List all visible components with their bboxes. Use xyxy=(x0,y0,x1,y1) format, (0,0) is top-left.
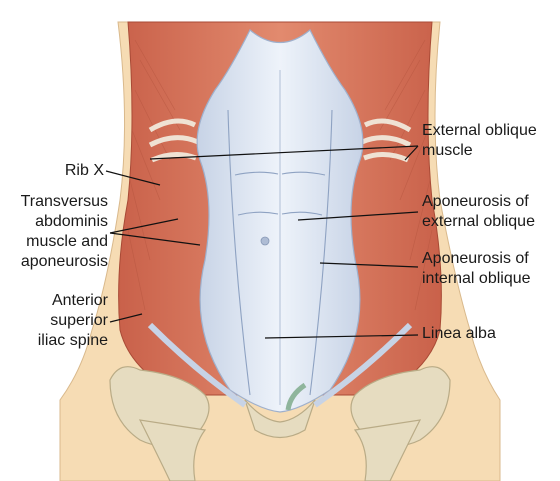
leader-transversus-a xyxy=(109,218,179,234)
label-aponeurosis-internal-line-1: Aponeurosis of xyxy=(422,250,529,267)
label-transversus-line-1: Transversus xyxy=(20,193,108,210)
pelvis-bones xyxy=(109,366,451,481)
label-transversus: Transversus abdominis muscle and aponeur… xyxy=(4,192,108,272)
label-aponeurosis-external-line-2: external oblique xyxy=(422,213,535,230)
leader-external-oblique-a xyxy=(149,145,419,160)
leader-lines xyxy=(105,145,419,339)
label-asis-line-3: iliac spine xyxy=(37,332,108,349)
umbilicus xyxy=(260,236,270,246)
label-external-oblique-muscle: External oblique muscle xyxy=(422,121,556,161)
leader-external-oblique-b xyxy=(404,145,419,161)
label-external-oblique-line-2: muscle xyxy=(422,142,473,159)
label-aponeurosis-internal: Aponeurosis of internal oblique xyxy=(422,249,556,289)
label-aponeurosis-external: Aponeurosis of external oblique xyxy=(422,192,556,232)
label-transversus-line-3: muscle and xyxy=(26,233,108,250)
label-aponeurosis-internal-line-2: internal oblique xyxy=(422,270,531,287)
leader-aponeurosis-internal xyxy=(319,262,419,268)
leader-linea-alba xyxy=(264,334,419,339)
spermatic-cord xyxy=(285,382,307,411)
muscle-fibers xyxy=(127,39,433,311)
label-linea-alba: Linea alba xyxy=(422,325,496,342)
label-external-oblique-line-1: External oblique xyxy=(422,122,537,139)
label-transversus-line-4: aponeurosis xyxy=(20,253,108,270)
label-asis: Anterior superior iliac spine xyxy=(4,291,108,351)
label-asis-line-1: Anterior xyxy=(51,292,108,309)
label-aponeurosis-external-line-1: Aponeurosis of xyxy=(422,193,529,210)
rectus-seams xyxy=(227,70,333,405)
leader-asis xyxy=(109,313,143,323)
leader-transversus-b xyxy=(109,232,201,246)
label-asis-line-2: superior xyxy=(50,312,108,329)
leader-aponeurosis-external xyxy=(297,211,419,221)
inguinal-ligament-left xyxy=(147,322,247,408)
leader-rib-x xyxy=(105,170,161,186)
ribs xyxy=(148,118,412,163)
label-rib-x: Rib X xyxy=(64,162,104,179)
label-transversus-line-2: abdominis xyxy=(35,213,108,230)
